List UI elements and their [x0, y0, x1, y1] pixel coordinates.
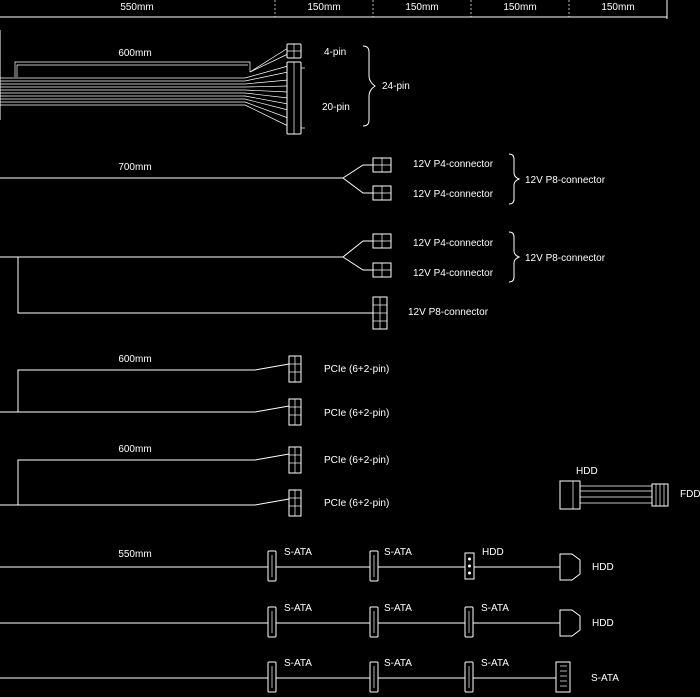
cpu2-p8-combined-label: 12V P8-connector [525, 253, 606, 264]
fdd-connector-icon [651, 483, 669, 507]
atx-4pin-connector [286, 43, 302, 59]
sata-connector-icon [267, 661, 277, 693]
mb-24pin-label: 24-pin [382, 81, 410, 92]
molex-end-connector-icon [559, 553, 581, 581]
pcie-cable-1: 600mm PCIe (6+2-pin) PCIe (6+2-pin) [0, 354, 389, 426]
cpu1-p4-label-b: 12V P4-connector [413, 189, 494, 200]
mb-length-label: 600mm [118, 48, 151, 59]
pcie-cable-2: 600mm PCIe (6+2-pin) PCIe (6+2-pin) [0, 444, 389, 517]
pcie1-label-b: PCIe (6+2-pin) [324, 408, 389, 419]
mb-brace [362, 45, 376, 127]
peripheral-cable-2: S-ATA S-ATA S-ATA HDD [0, 603, 614, 638]
cpu1-brace [508, 153, 521, 205]
periph2-sata-label-a: S-ATA [284, 603, 312, 614]
periph2-sata-label-c: S-ATA [481, 603, 509, 614]
mb-20pin-label: 20-pin [322, 102, 350, 113]
pcie2-length-label: 600mm [118, 444, 151, 455]
pcie-connector-icon [288, 355, 302, 383]
mainboard-24pin-cable: 600mm [0, 30, 410, 135]
peripheral-cable-1: 550mm S-ATA S-ATA HDD HDD [0, 547, 614, 582]
cpu-cable-2: 12V P4-connector 12V P4-connector 12V P8… [0, 231, 606, 330]
ruler-label-550: 550mm [120, 2, 153, 13]
adapter-fdd-label: FDD [680, 489, 700, 500]
adapter-hdd-label: HDD [576, 466, 598, 477]
periph1-length-label: 550mm [118, 549, 151, 560]
pcie2-label-b: PCIe (6+2-pin) [324, 498, 389, 509]
periph3-sata-label-d: S-ATA [591, 673, 619, 684]
p4-connector-icon [372, 185, 392, 201]
cpu1-p8-label: 12V P8-connector [525, 175, 606, 186]
ruler-label-150-c: 150mm [503, 2, 536, 13]
periph2-sata-label-b: S-ATA [384, 603, 412, 614]
pcie2-label-a: PCIe (6+2-pin) [324, 455, 389, 466]
periph1-sata-label-a: S-ATA [284, 547, 312, 558]
sata-connector-icon [369, 550, 379, 582]
cpu-cable-1: 700mm 12V P4-connector 12V P4-connector … [0, 153, 606, 205]
periph1-hdd-label-b: HDD [592, 562, 614, 573]
pcie-connector-icon [288, 446, 302, 474]
pcie1-label-a: PCIe (6+2-pin) [324, 364, 389, 375]
sata-connector-icon [369, 661, 379, 693]
hdd-fdd-adapter: HDD FDD [559, 466, 700, 510]
periph1-hdd-label-a: HDD [482, 547, 504, 558]
cpu2-brace [508, 231, 521, 283]
cpu1-length-label: 700mm [118, 162, 151, 173]
mb-4pin-label: 4-pin [324, 47, 346, 58]
ruler-label-150-a: 150mm [307, 2, 340, 13]
cpu2-p4-label-b: 12V P4-connector [413, 268, 494, 279]
periph3-sata-label-b: S-ATA [384, 658, 412, 669]
pcie1-length-label: 600mm [118, 354, 151, 365]
sata-end-connector-icon [555, 661, 571, 693]
pcie-connector-icon [288, 489, 302, 517]
cpu1-p4-label-a: 12V P4-connector [413, 159, 494, 170]
molex-connector-icon [559, 480, 581, 510]
p4-connector-icon [372, 262, 392, 278]
sata-connector-icon [267, 550, 277, 582]
length-ruler: 550mm 150mm 150mm 150mm 150mm [0, 0, 668, 19]
p4-connector-icon [372, 157, 392, 173]
sata-connector-icon [464, 606, 474, 638]
molex-inline-connector-icon [464, 552, 475, 580]
sata-connector-icon [369, 606, 379, 638]
peripheral-cable-3: S-ATA S-ATA S-ATA S-ATA [0, 658, 619, 693]
p4-connector-icon [372, 233, 392, 249]
periph3-sata-label-a: S-ATA [284, 658, 312, 669]
periph2-hdd-label: HDD [592, 618, 614, 629]
periph3-sata-label-c: S-ATA [481, 658, 509, 669]
cpu2-p4-label-a: 12V P4-connector [413, 238, 494, 249]
sata-connector-icon [267, 606, 277, 638]
cpu2-p8-label: 12V P8-connector [408, 307, 489, 318]
pcie-connector-icon [288, 398, 302, 426]
mb-wire-bundle [0, 47, 289, 127]
sata-connector-icon [464, 661, 474, 693]
ruler-label-150-b: 150mm [405, 2, 438, 13]
ruler-label-150-d: 150mm [601, 2, 634, 13]
periph1-sata-label-b: S-ATA [384, 547, 412, 558]
molex-end-connector-icon [559, 609, 581, 637]
p8-connector-icon [372, 296, 388, 330]
atx-20pin-connector [286, 61, 305, 135]
